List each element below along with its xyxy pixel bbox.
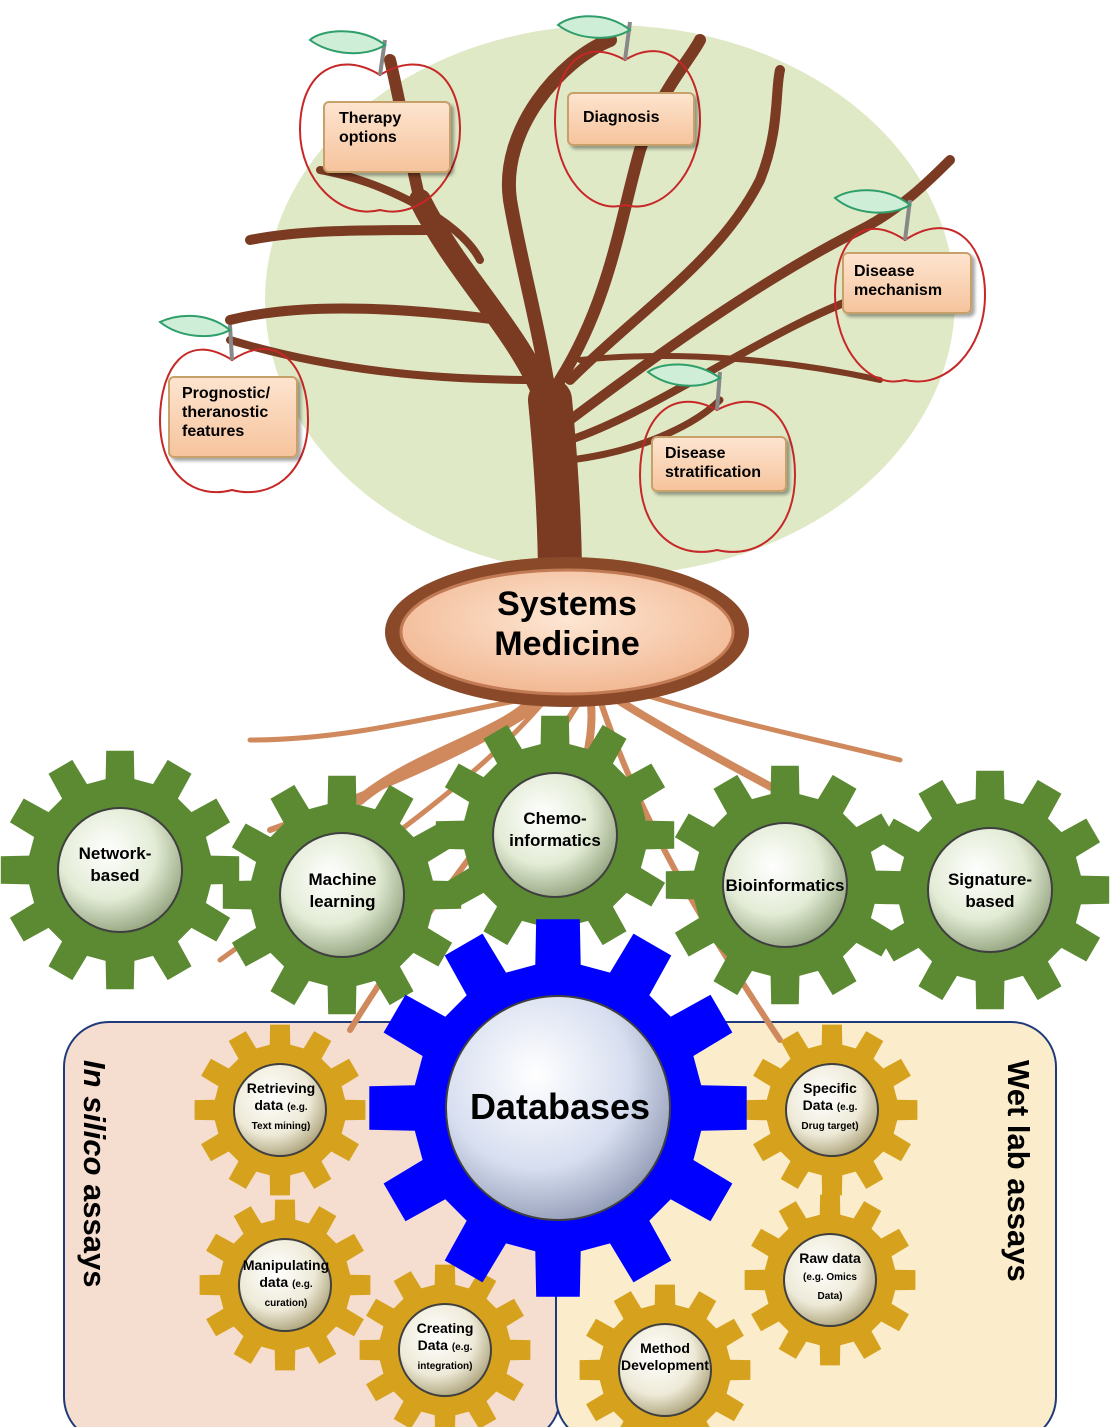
gear-retrieving-data [194,1024,366,1196]
center-oval-inner [399,568,735,696]
gear-label-network-based: Network-based [78,844,152,885]
gear-label-specific-data: Specific Data (e.g. Drug target) [801,1080,859,1132]
gear-machine-learning [222,775,462,1015]
gear-manipulating-data [199,1199,371,1371]
gear-network-based [0,750,240,990]
gear-specific-data [746,1024,918,1196]
gear-databases [369,919,747,1297]
apple-prognostic-shape [158,314,310,494]
apples [158,15,987,553]
apple-mechanism-shape [833,189,987,383]
apple-label-diagnosis: Diagnosis [567,92,695,146]
gear-label-chemoinformatics: Chemo-informatics [509,809,601,850]
gear-creating-data [359,1264,531,1427]
gear-label-bioinformatics: Bioinformatics [725,876,845,895]
gear-label-manipulating-data: Manipulating data (e.g. curation) [242,1257,330,1309]
gear-chemoinformatics [435,715,675,955]
gear-label-retrieving-data: Retrieving data (e.g. Text mining) [246,1080,316,1132]
databases-label: Databases [469,1086,651,1127]
gears-layer [0,715,1110,1427]
apple-stratification-shape [638,363,797,553]
gear-label-raw-data: Raw data (e.g. Omics Data) [799,1250,861,1302]
gear-label-creating-data: Creating Data (e.g. integration) [416,1320,474,1372]
gear-method-development [579,1284,751,1427]
apple-therapy-shape [298,30,462,213]
gear-label-signature-based: Signature-based [947,870,1033,911]
apple-diagnosis-shape [553,15,702,208]
in-silico-assays-title: In silico assays [77,1060,112,1288]
gear-raw-data [744,1194,916,1366]
gear-bioinformatics [665,765,905,1005]
gear-signature-based [870,770,1110,1010]
wet-lab-assays-title: Wet lab assays [1001,1060,1036,1282]
